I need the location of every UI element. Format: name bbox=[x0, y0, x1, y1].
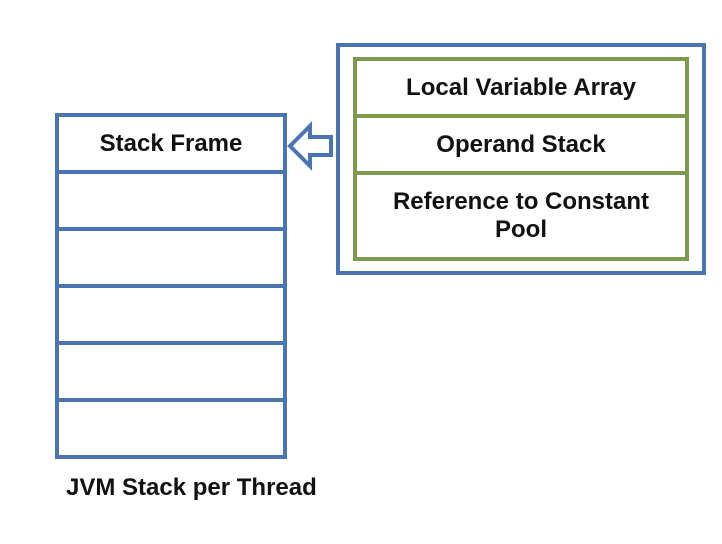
hollow-left-arrow-icon bbox=[287, 121, 333, 171]
stack-frame-contents: Local Variable Array Operand Stack Refer… bbox=[353, 57, 689, 261]
stack-row-empty bbox=[59, 288, 283, 345]
stack-caption: JVM Stack per Thread bbox=[66, 474, 317, 501]
local-variable-array-cell: Local Variable Array bbox=[357, 61, 685, 118]
jvm-stack: Stack Frame bbox=[55, 113, 287, 459]
operand-stack-cell: Operand Stack bbox=[357, 118, 685, 175]
stack-row-empty bbox=[59, 174, 283, 231]
stack-row-empty bbox=[59, 345, 283, 402]
stack-frame-row: Stack Frame bbox=[59, 117, 283, 174]
stack-frame-detail: Local Variable Array Operand Stack Refer… bbox=[336, 43, 706, 275]
constant-pool-reference-cell: Reference to Constant Pool bbox=[392, 188, 650, 243]
stack-row-empty bbox=[59, 231, 283, 288]
stack-row-empty bbox=[59, 402, 283, 455]
